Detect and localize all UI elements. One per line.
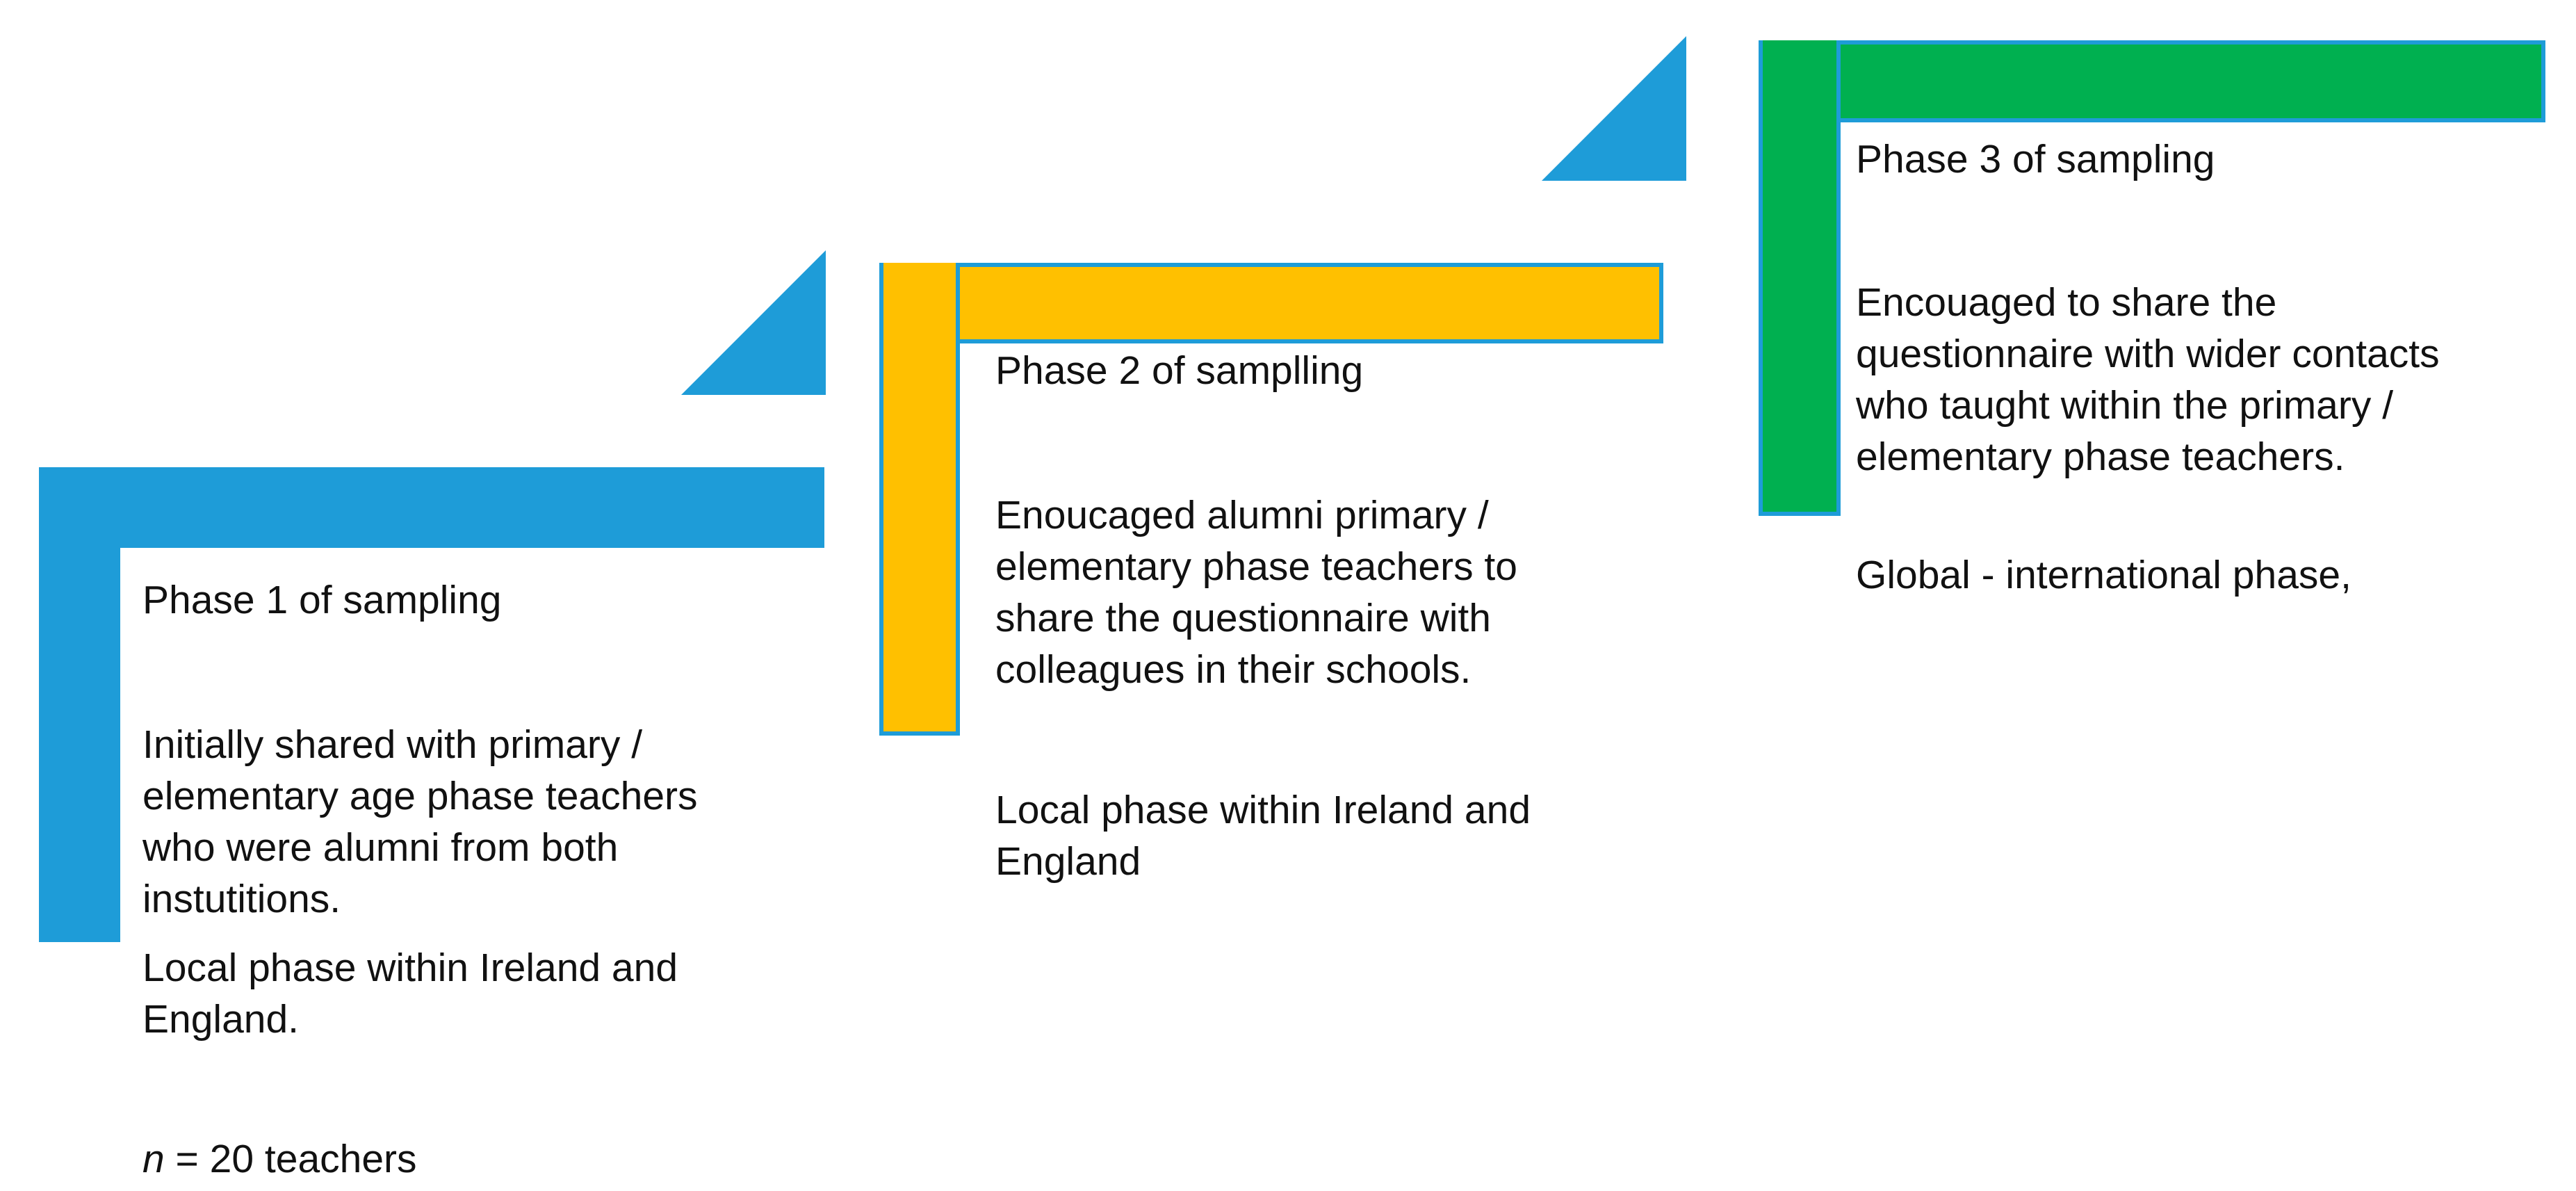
phase2-title: Phase 2 of samplling [995, 348, 1364, 393]
phase3-title: Phase 3 of sampling [1856, 137, 2215, 181]
phase2-step-bar-vertical [879, 263, 960, 736]
phase3-scope: Global - international phase, [1856, 553, 2351, 597]
triangle-arrow-icon [1542, 36, 1686, 181]
sample-size-value: = 20 teachers [164, 1137, 417, 1181]
phase3-step-bar-joint [1763, 114, 1836, 127]
phase3-description: Encouaged to share the questionnaire wit… [1856, 280, 2440, 479]
phase1-title: Phase 1 of sampling [142, 578, 502, 622]
phase2-step-bar-horizontal [879, 263, 1663, 343]
phase2-description: Enoucaged alumni primary / elementary ph… [995, 493, 1517, 692]
phase2-step-bar-joint [883, 337, 956, 348]
triangle-arrow-icon [681, 250, 826, 395]
sample-size-symbol: n [142, 1137, 165, 1181]
phase3-step-bar-horizontal [1759, 40, 2545, 122]
phase1-step-bar-horizontal [39, 467, 824, 548]
phase1-description: Initially shared with primary / elementa… [142, 722, 698, 921]
phase1-scope: Local phase within Ireland and England. [142, 946, 678, 1042]
phase1-sample-size: n = 20 teachers [142, 1133, 417, 1185]
phase3-step-bar-vertical [1759, 40, 1841, 516]
phase1-step-bar-vertical [39, 467, 120, 942]
phase2-scope: Local phase within Ireland and England [995, 788, 1531, 884]
